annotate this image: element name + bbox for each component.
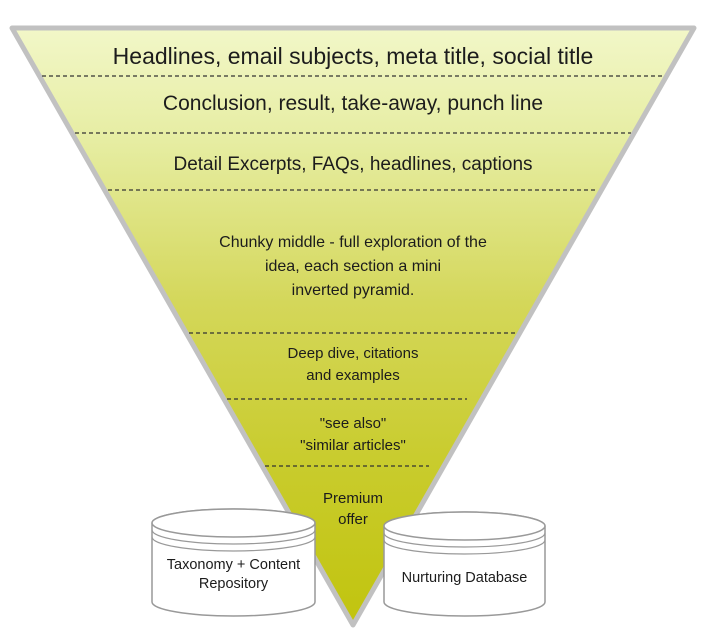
cylinder-ring — [151, 536, 316, 552]
cylinder-ring — [383, 532, 546, 548]
database-cylinder-right — [383, 511, 546, 617]
funnel-layer-label-headlines: Headlines, email subjects, meta title, s… — [112, 43, 594, 69]
funnel-layer-label-deep-dive: Deep dive, citations and examples — [287, 345, 419, 384]
funnel-shape — [9, 25, 697, 628]
database-label-taxonomy: Taxonomy + Content Repository — [166, 557, 301, 592]
funnel-layer-label-see-also: "see also" "similar articles" — [300, 415, 406, 454]
funnel-layer-label-detail: Detail Excerpts, FAQs, headlines, captio… — [173, 154, 533, 175]
database-cylinder-left — [151, 508, 316, 617]
cylinder-top-rim — [383, 511, 546, 541]
funnel-layer-label-premium-offer: Premium offer — [322, 490, 383, 528]
funnel-layer-label-conclusion: Conclusion, result, take-away, punch lin… — [162, 92, 544, 115]
database-label-nurturing: Nurturing Database — [401, 570, 528, 586]
cylinder-ring — [383, 539, 546, 555]
cylinder-ring — [151, 529, 316, 545]
funnel-layer-label-chunky-middle: Chunky middle - full exploration of the … — [219, 234, 487, 299]
cylinder-top-rim — [151, 508, 316, 538]
